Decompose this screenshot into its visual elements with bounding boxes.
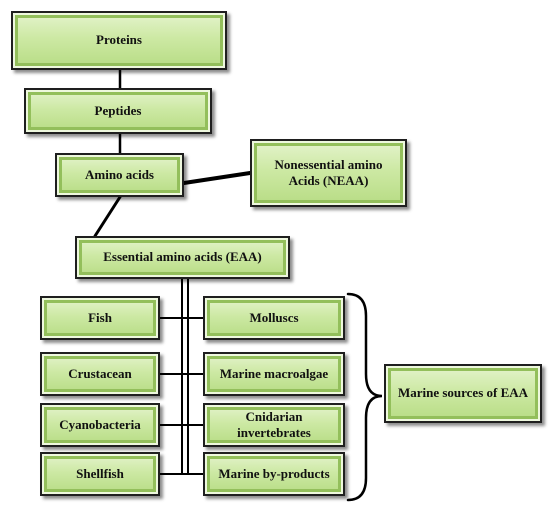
- shellfish-label: Shellfish: [76, 465, 124, 481]
- proteins-box: Proteins: [11, 11, 227, 70]
- marine-macroalgae-label: Marine macroalgae: [219, 365, 329, 381]
- cyanobacteria-box: Cyanobacteria: [40, 403, 160, 447]
- fish-label: Fish: [88, 309, 112, 325]
- cnidarian-invertebrates-label: Cnidarian invertebrates: [237, 408, 311, 440]
- molluscs-box: Molluscs: [203, 296, 345, 340]
- curly-brace: [346, 292, 383, 502]
- neaa-label: Nonessential amino Acids (NEAA): [274, 156, 383, 188]
- marine-by-products-label: Marine by-products: [218, 465, 330, 481]
- amino-acids-box: Amino acids: [55, 153, 184, 197]
- marine-sources-label: Marine sources of EAA: [397, 385, 529, 401]
- cnidarian-invertebrates-box: Cnidarian invertebrates: [203, 403, 345, 447]
- proteins-label: Proteins: [96, 32, 142, 48]
- shellfish-box: Shellfish: [40, 452, 160, 496]
- crustacean-box: Crustacean: [40, 352, 160, 396]
- crustacean-label: Crustacean: [68, 365, 132, 381]
- amino-acids-label: Amino acids: [85, 166, 154, 182]
- connector-amino-acids-neaa: [182, 171, 252, 185]
- marine-by-products-box: Marine by-products: [203, 452, 345, 496]
- peptides-label: Peptides: [94, 102, 142, 118]
- marine-macroalgae-box: Marine macroalgae: [203, 352, 345, 396]
- molluscs-label: Molluscs: [249, 309, 299, 325]
- marine-sources-box: Marine sources of EAA: [384, 364, 542, 423]
- fish-box: Fish: [40, 296, 160, 340]
- connector-amino-acids-eaa: [93, 195, 122, 238]
- neaa-box: Nonessential amino Acids (NEAA): [250, 139, 407, 207]
- eaa-label: Essential amino acids (EAA): [103, 249, 262, 265]
- peptides-box: Peptides: [24, 88, 212, 134]
- cyanobacteria-label: Cyanobacteria: [59, 416, 141, 432]
- eaa-box: Essential amino acids (EAA): [75, 236, 290, 279]
